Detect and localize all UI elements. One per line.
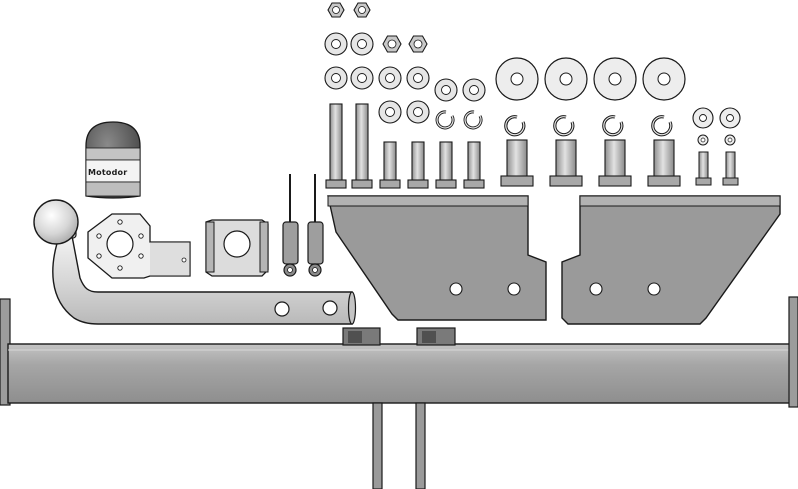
right-side-bracket [561,195,781,325]
large-washers [495,57,686,101]
spring-washers-fill [436,111,672,136]
tie-rods [282,174,324,277]
spring-washers [435,110,673,137]
lower-plates [372,402,426,489]
flat-washers [324,32,486,124]
short-thick-bolts [500,139,681,187]
crossbar-mounting-blocks [342,327,456,346]
socket-mounting-plate [87,213,191,279]
left-side-bracket [327,195,547,321]
ball-cover-cap: Motodor [85,121,141,199]
hex-nuts [327,2,428,53]
crossbar [0,296,798,408]
small-washers [692,107,741,146]
small-bolts [695,151,739,186]
tow-ball [33,199,79,245]
clamp-bracket [205,219,269,277]
long-bolts [325,103,373,189]
medium-bolts [379,141,485,189]
cap-brand-label: Motodor [88,168,127,177]
